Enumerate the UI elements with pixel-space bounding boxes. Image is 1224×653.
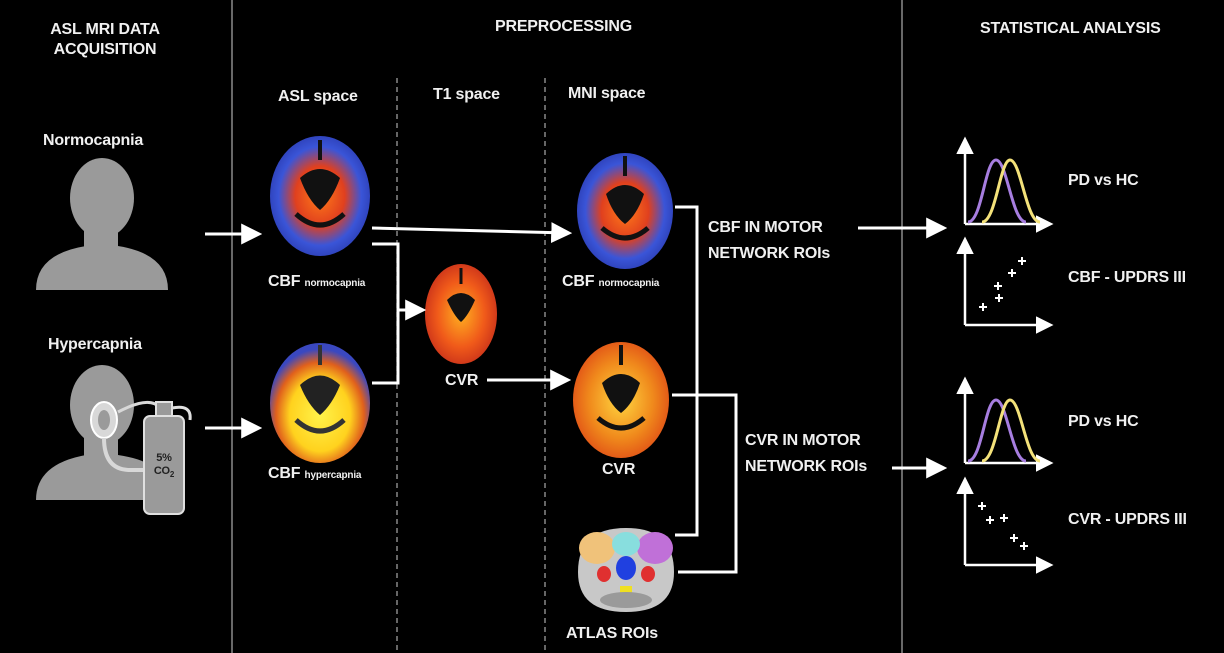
bracket-asl-to-t1 bbox=[372, 242, 400, 385]
label-cbf-normocapnia-asl: CBF normocapnia bbox=[268, 273, 366, 290]
label-cbf-normocapnia-mni: CBF normocapnia bbox=[562, 273, 660, 290]
space-label-asl: ASL space bbox=[278, 88, 358, 105]
plot-cvr-group-comparison bbox=[956, 376, 1054, 472]
plot-cbf-correlation bbox=[956, 236, 1054, 334]
label-cvr-updrs: CVR - UPDRS III bbox=[1068, 511, 1187, 528]
brain-cbf-hypercapnia-asl bbox=[270, 343, 370, 463]
condition-hypercapnia: Hypercapnia bbox=[48, 336, 142, 353]
person-normocapnia-icon bbox=[36, 158, 168, 290]
brain-atlas-rois bbox=[578, 528, 674, 612]
label-cbf-motor-rois: CBF IN MOTOR NETWORK ROIs bbox=[708, 219, 831, 262]
header-statistical-analysis: STATISTICAL ANALYSIS bbox=[980, 20, 1161, 37]
label-cvr-motor-rois: CVR IN MOTOR NETWORK ROIs bbox=[745, 432, 868, 475]
space-label-t1: T1 space bbox=[433, 86, 500, 103]
label-cbf-updrs: CBF - UPDRS III bbox=[1068, 269, 1186, 286]
header-acquisition: ASL MRI DATA ACQUISITION bbox=[50, 21, 160, 58]
plot-cvr-correlation bbox=[956, 476, 1054, 574]
brain-cbf-normocapnia-asl bbox=[270, 136, 370, 256]
label-atlas-rois: ATLAS ROIs bbox=[566, 625, 658, 642]
header-preprocessing: PREPROCESSING bbox=[495, 18, 632, 35]
condition-normocapnia: Normocapnia bbox=[43, 132, 144, 149]
brain-cvr-mni bbox=[573, 342, 669, 458]
co2-tank-label: 5% CO2 bbox=[153, 452, 175, 480]
brain-cbf-normocapnia-mni bbox=[577, 153, 673, 269]
label-cvr-mni: CVR bbox=[602, 461, 636, 478]
co2-tank-icon bbox=[143, 401, 192, 515]
arrow-cbf-to-mni bbox=[371, 222, 573, 244]
plot-cbf-group-comparison bbox=[956, 136, 1054, 233]
label-cvr-t1: CVR bbox=[445, 372, 479, 389]
label-cvr-pd-vs-hc: PD vs HC bbox=[1068, 413, 1139, 430]
label-cbf-pd-vs-hc: PD vs HC bbox=[1068, 172, 1139, 189]
label-cbf-hypercapnia-asl: CBF hypercapnia bbox=[268, 465, 362, 482]
bracket-cbf-roi bbox=[675, 205, 699, 537]
brain-cvr-t1 bbox=[425, 264, 497, 364]
bracket-cvr-roi bbox=[672, 393, 738, 574]
space-label-mni: MNI space bbox=[568, 85, 646, 102]
